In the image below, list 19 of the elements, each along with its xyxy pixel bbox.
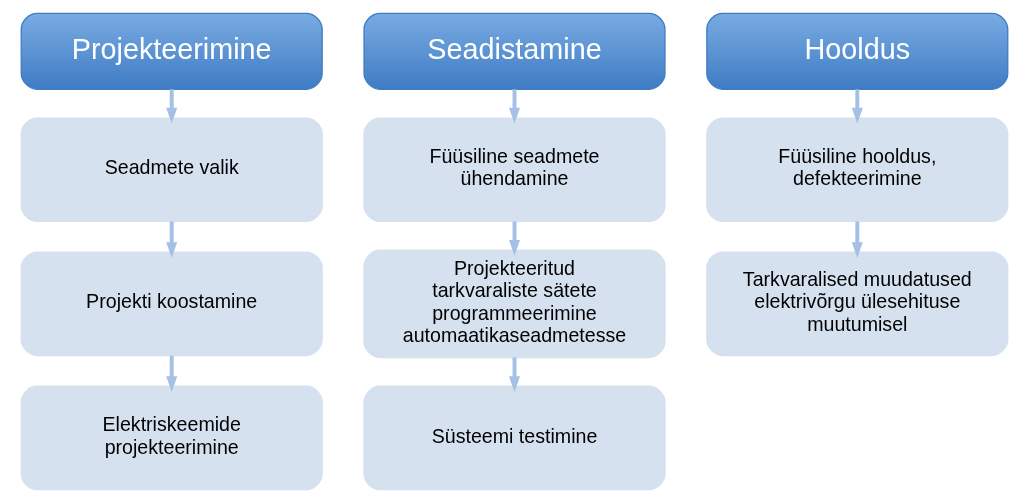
node-box: Seadistamine — [363, 12, 666, 90]
arrow — [166, 221, 178, 258]
arrow — [508, 89, 521, 124]
node-box: Süsteemi testimine — [363, 385, 666, 491]
arrow — [851, 221, 863, 258]
node-box: Tarkvaralised muudatused elektrivõrgu ülesehituse muutumisel — [706, 251, 1009, 357]
node-box: Füüsiline seadmete ühendamine — [363, 117, 666, 223]
arrow — [166, 89, 178, 124]
arrow — [166, 355, 178, 393]
node-box: Seadmete valik — [20, 117, 323, 223]
arrow — [508, 221, 521, 256]
node-box: Projekti koostamine — [20, 251, 323, 357]
node-box: Füüsiline hooldus, defekteerimine — [706, 117, 1009, 223]
node-box: Elektriskeemide projekteerimine — [20, 385, 323, 491]
node-box: Projekteeritud tarkvaraliste sätete programmeerimine automaatikaseadmetesse — [363, 249, 666, 359]
node-box: Hooldus — [706, 12, 1009, 90]
arrow — [508, 357, 521, 393]
node-box: Projekteerimine — [20, 12, 323, 90]
arrow — [851, 89, 863, 124]
